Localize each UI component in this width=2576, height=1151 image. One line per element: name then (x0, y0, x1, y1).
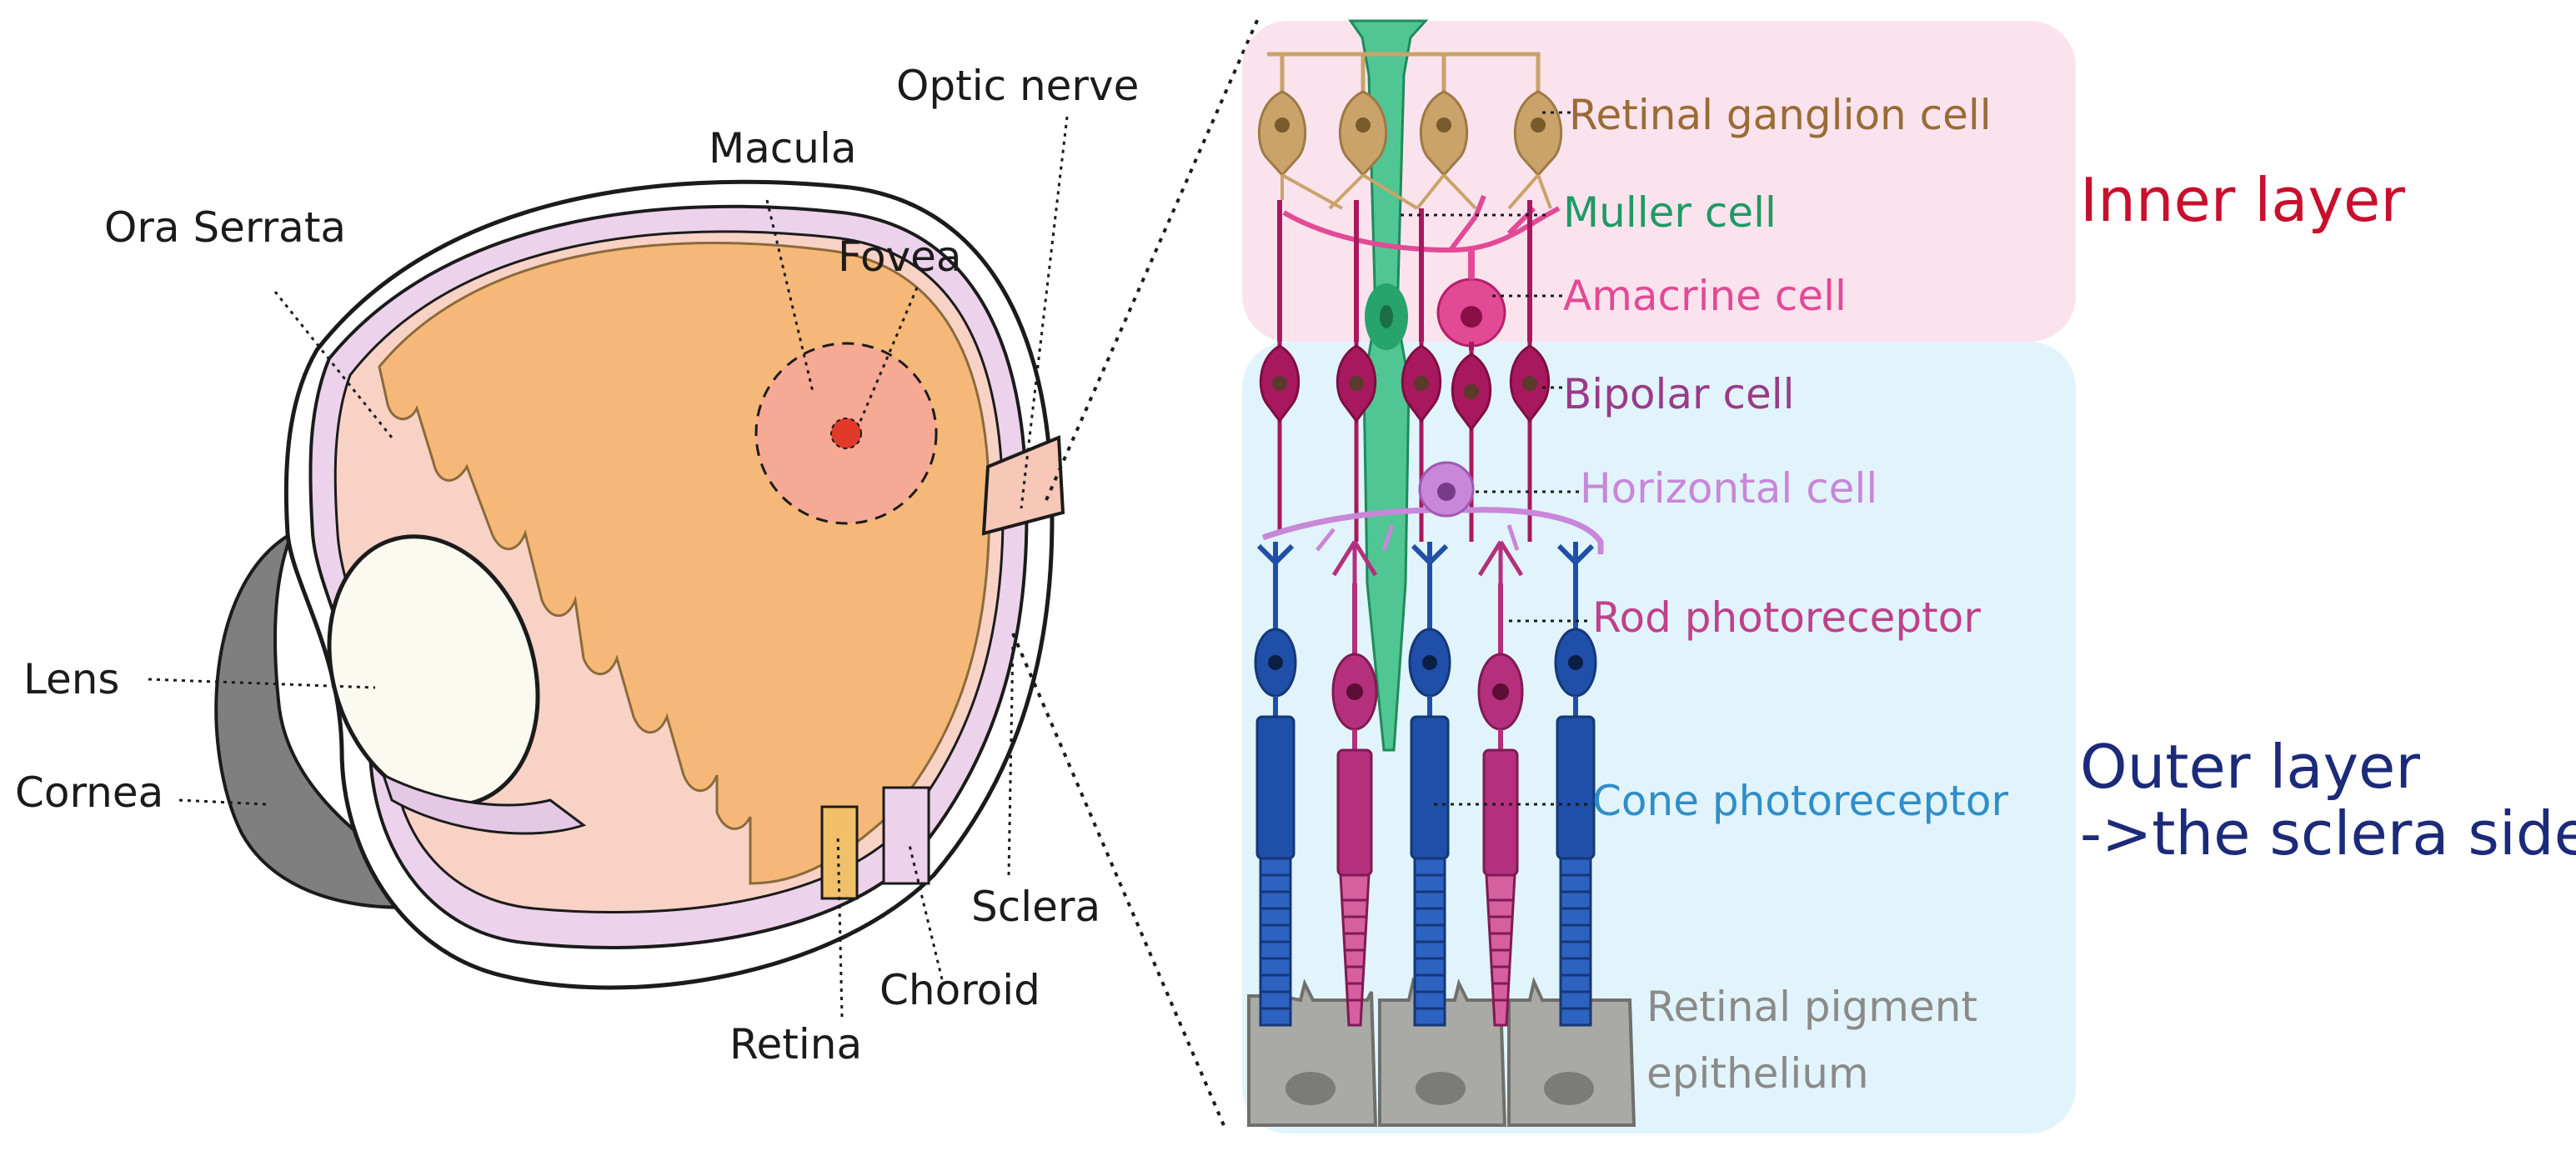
rod-photoreceptors (1331, 540, 1524, 1027)
label-horizontal-cell: Horizontal cell (1580, 464, 1877, 513)
retinal-ganglion-cells (1257, 90, 1563, 178)
label-choroid: Choroid (880, 966, 1040, 1014)
label-rod-photoreceptor: Rod photoreceptor (1592, 593, 1981, 642)
ciliary-body-shape (381, 773, 587, 835)
label-macula: Macula (709, 124, 857, 173)
label-fovea: Fovea (838, 233, 962, 281)
ganglion-axon-bar (1267, 52, 1541, 108)
retina-block (820, 805, 859, 900)
optic-nerve-shape (981, 435, 1065, 536)
label-retina: Retina (729, 1020, 862, 1068)
label-retinal-ganglion-cell: Retinal ganglion cell (1569, 91, 1992, 139)
fovea-shape (830, 418, 862, 449)
horizontal-cell (1261, 461, 1604, 554)
rpe-nuclei (1285, 1072, 1594, 1105)
label-cornea: Cornea (15, 768, 163, 817)
zoom-callout-lines (1011, 16, 1260, 1130)
eye-label-group: Optic nerve Macula Fovea Ora Serrata Len… (15, 62, 1139, 1068)
eye-leader-lines (148, 116, 1069, 1018)
outer-layer-background (1242, 342, 2076, 1133)
label-optic-nerve: Optic nerve (896, 62, 1139, 110)
cone-3 (1554, 542, 1597, 1027)
cone-1 (1254, 542, 1297, 1027)
rod-2 (1477, 540, 1524, 1027)
label-lens: Lens (23, 655, 119, 703)
label-muller-cell: Muller cell (1563, 188, 1777, 237)
label-rpe-line2: epithelium (1646, 1049, 1869, 1098)
cell-leader-lines (1401, 111, 1588, 806)
label-sclera: Sclera (971, 883, 1100, 931)
bipolar-cells (1259, 200, 1551, 542)
choroid-block (882, 786, 930, 885)
cone-2 (1408, 542, 1451, 1027)
label-outer-layer-line2: ->the sclera side (2080, 798, 2576, 868)
label-amacrine-cell: Amacrine cell (1563, 272, 1847, 320)
eye-cross-section (214, 179, 1065, 990)
rod-1 (1331, 540, 1378, 1027)
label-bipolar-cell: Bipolar cell (1563, 370, 1795, 418)
lens-shape (327, 534, 540, 808)
amacrine-cell (1282, 194, 1561, 348)
label-cone-photoreceptor: Cone photoreceptor (1592, 777, 2008, 825)
retina-panel: Retinal ganglion cell Muller cell Amacri… (1242, 19, 2076, 1133)
ganglion-nuclei (1275, 118, 1546, 133)
label-inner-layer: Inner layer (2080, 165, 2405, 235)
cone-photoreceptors (1254, 542, 1597, 1027)
label-ora-serrata: Ora Serrata (104, 203, 346, 252)
label-rpe-line1: Retinal pigment (1646, 983, 1977, 1031)
ganglion-dendrites (1280, 173, 1552, 210)
label-outer-layer-line1: Outer layer (2080, 732, 2420, 802)
